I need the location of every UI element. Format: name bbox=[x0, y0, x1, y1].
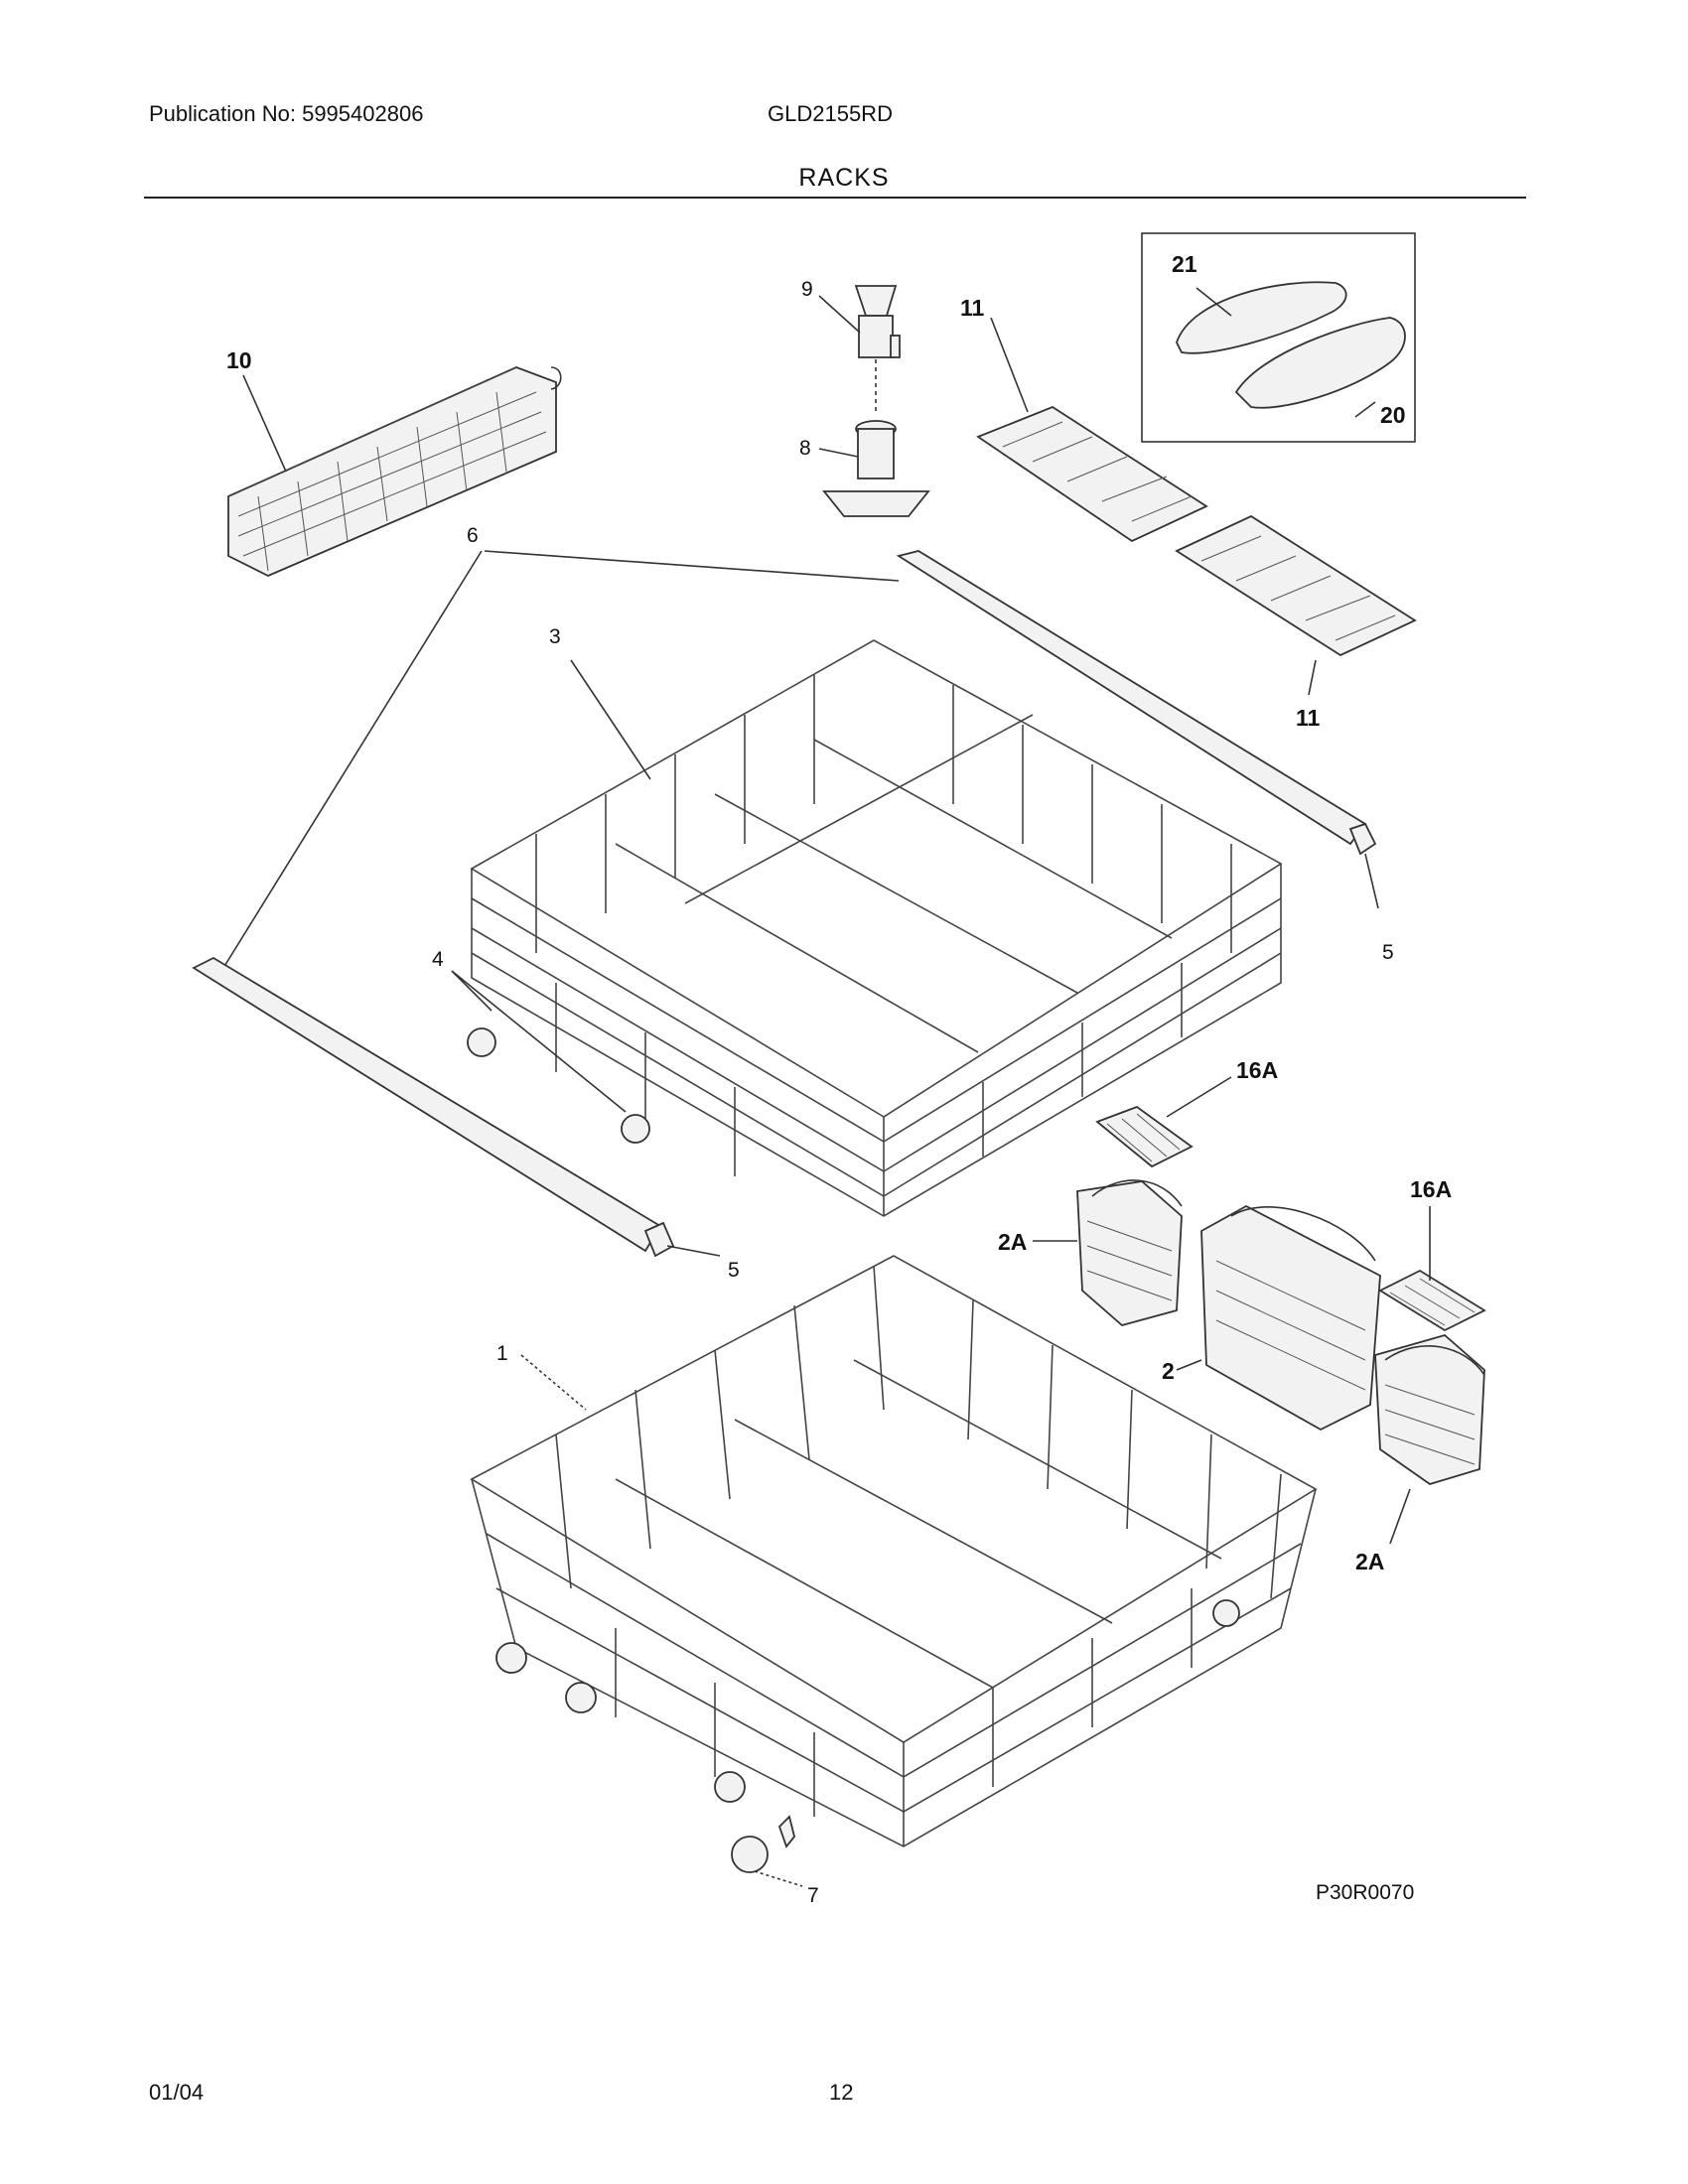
callout-4: 4 bbox=[432, 948, 444, 971]
part-20 bbox=[1234, 317, 1406, 409]
part-21 bbox=[1176, 281, 1347, 354]
callout-2A-right: 2A bbox=[1355, 1549, 1385, 1574]
part-6-rail-right bbox=[896, 550, 1379, 909]
callout-1: 1 bbox=[496, 1342, 508, 1365]
callout-9: 9 bbox=[801, 278, 813, 301]
part-3-upper-rack bbox=[470, 639, 1283, 1217]
callout-2A-left: 2A bbox=[998, 1229, 1028, 1255]
callout-11-top: 11 bbox=[960, 295, 985, 321]
header-divider bbox=[144, 197, 1526, 199]
part-9-connector bbox=[818, 285, 901, 415]
callout-3: 3 bbox=[549, 625, 561, 648]
part-2A-basket-left bbox=[1033, 1179, 1183, 1326]
part-11-tine-bottom bbox=[1175, 514, 1417, 696]
callout-21: 21 bbox=[1172, 251, 1197, 277]
callout-11-bottom: 11 bbox=[1296, 705, 1321, 731]
part-2-basket-center bbox=[1176, 1204, 1381, 1432]
part-7-wheel bbox=[731, 1815, 803, 1887]
callout-16A-top: 16A bbox=[1236, 1057, 1279, 1083]
part-16A-grid-top bbox=[1095, 1076, 1232, 1168]
part-10-basket bbox=[227, 366, 562, 577]
part-11-tine-top bbox=[976, 317, 1208, 543]
callout-16A-right: 16A bbox=[1410, 1176, 1453, 1202]
callout-7: 7 bbox=[807, 1884, 819, 1907]
part-1-lower-rack bbox=[470, 1255, 1318, 1847]
publication-number: Publication No: 5995402806 bbox=[149, 101, 424, 126]
callout-2: 2 bbox=[1162, 1358, 1175, 1384]
section-title: RACKS bbox=[798, 164, 890, 192]
page-number: 12 bbox=[829, 2080, 854, 2105]
callout-10: 10 bbox=[226, 347, 252, 373]
figure-code: P30R0070 bbox=[1316, 1881, 1415, 1904]
part-4-rollers bbox=[451, 970, 650, 1144]
part-6-rail-left bbox=[192, 956, 721, 1258]
leader-lines-part-6 bbox=[222, 550, 900, 969]
callout-6: 6 bbox=[467, 524, 479, 547]
footer-date: 01/04 bbox=[149, 2080, 205, 2105]
part-16A-grid-right bbox=[1378, 1206, 1486, 1332]
model-number: GLD2155RD bbox=[768, 101, 893, 126]
part-2A-basket-right bbox=[1374, 1334, 1485, 1545]
callout-5-right: 5 bbox=[1382, 941, 1394, 964]
callout-5-left: 5 bbox=[728, 1259, 740, 1282]
callout-20: 20 bbox=[1380, 402, 1406, 428]
part-8-adapter bbox=[818, 420, 930, 517]
inset-box-parts-20-21 bbox=[1141, 232, 1416, 443]
callout-8: 8 bbox=[799, 437, 811, 460]
